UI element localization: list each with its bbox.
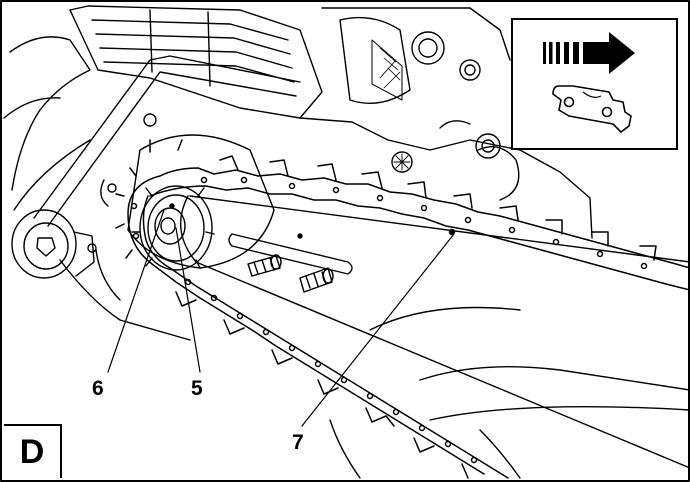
bar-stud-upper bbox=[247, 254, 282, 277]
tensioner-knob bbox=[11, 209, 97, 279]
guide-bar bbox=[179, 195, 690, 469]
callout-7: 7 bbox=[292, 431, 304, 454]
chain-sprocket-wrap bbox=[115, 139, 183, 269]
leader-lines bbox=[107, 209, 455, 427]
leader-6 bbox=[107, 209, 165, 373]
engine-housing bbox=[3, 5, 690, 479]
panel-letter: D bbox=[4, 424, 62, 478]
direction-arrow-icon bbox=[543, 32, 635, 74]
direction-inset bbox=[511, 18, 678, 150]
chain-lower-run bbox=[151, 263, 509, 479]
callout-6: 6 bbox=[92, 377, 104, 400]
inset-graphic bbox=[543, 32, 635, 133]
callout-5: 5 bbox=[191, 377, 203, 400]
bar-stud-lower bbox=[299, 267, 334, 293]
chain-link-icon bbox=[552, 85, 632, 133]
saw-chain bbox=[115, 139, 690, 479]
sprocket-assembly bbox=[127, 134, 275, 271]
chain-top-run bbox=[149, 155, 690, 291]
leader-5 bbox=[175, 227, 201, 373]
leader-7 bbox=[301, 233, 455, 427]
